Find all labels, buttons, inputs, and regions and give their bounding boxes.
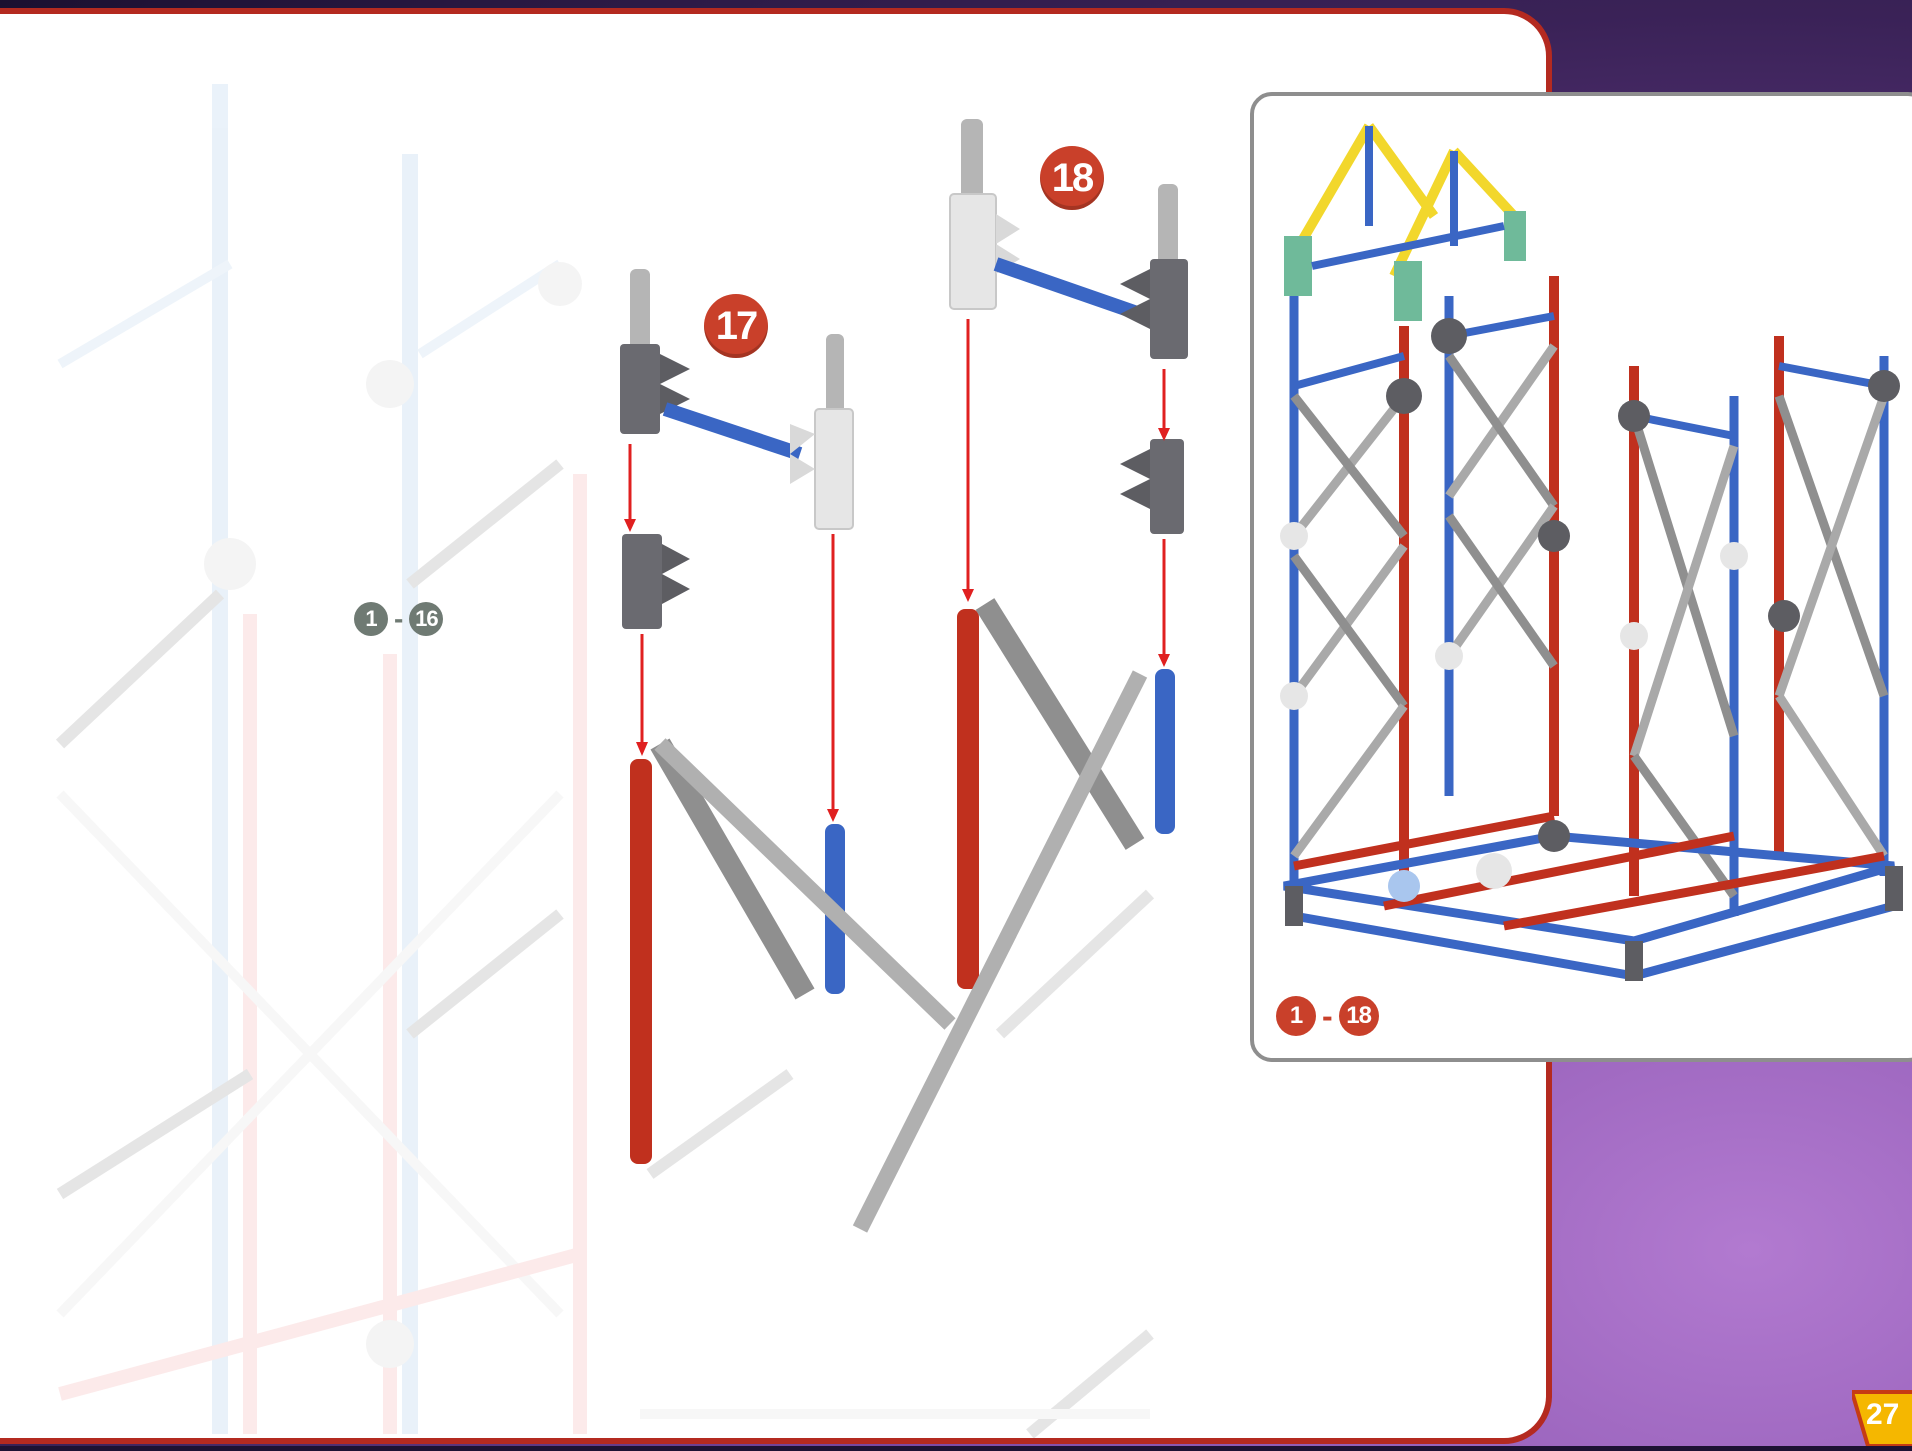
right-tower [1618, 336, 1900, 916]
left-tower [1280, 276, 1570, 886]
step-18-badge: 18 [1040, 146, 1104, 210]
page-number-badge: 27 [1852, 1390, 1912, 1446]
completed-structure-panel: 1 - 18 [1250, 92, 1912, 1062]
range-separator: - [1322, 998, 1333, 1035]
range-separator: - [394, 603, 403, 635]
step-17-parts [620, 269, 950, 1164]
base-frame [1284, 816, 1894, 981]
previous-steps-indicator: 1 - 16 [354, 602, 443, 636]
range-start-badge: 1 [354, 602, 388, 636]
completed-structure-drawing [1254, 96, 1912, 1062]
step-18-parts [860, 119, 1188, 1229]
range-start-badge: 1 [1276, 996, 1316, 1036]
completed-steps-indicator: 1 - 18 [1276, 996, 1379, 1036]
range-end-badge: 16 [409, 602, 443, 636]
roof-section [1284, 126, 1526, 321]
range-end-badge: 18 [1339, 996, 1379, 1036]
page-number: 27 [1866, 1398, 1899, 1432]
step-17-badge: 17 [704, 294, 768, 358]
